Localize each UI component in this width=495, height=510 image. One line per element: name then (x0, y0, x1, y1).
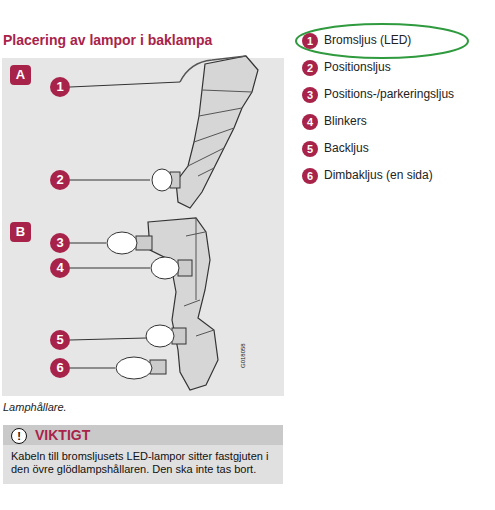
led-cable (180, 56, 246, 82)
legend-number: 1 (302, 33, 318, 49)
warning-header-band (3, 425, 283, 445)
warning-body: Kabeln till bromsljusets LED-lampor sitt… (3, 445, 283, 484)
callout-number: 5 (50, 330, 70, 350)
leader-line (70, 180, 150, 181)
callout-number: 6 (50, 358, 70, 378)
legend-text: Dimbakljus (en sida) (324, 168, 433, 182)
legend-text: Blinkers (324, 114, 367, 128)
section-badge: A (10, 65, 31, 85)
legend-number: 6 (302, 168, 318, 184)
figure-code: G018058 (240, 343, 246, 368)
warning-heading: VIKTIGT (3, 425, 283, 445)
legend-number: 2 (302, 60, 318, 76)
legend-text: Bromsljus (LED) (324, 33, 411, 47)
legend-text: Positions-/parkeringsljus (324, 87, 454, 101)
title: Placering av lampor i baklampa (3, 32, 212, 48)
legend-number: 3 (302, 87, 318, 103)
callout-number: 1 (50, 77, 70, 97)
section-badge: B (10, 222, 31, 242)
sockets (136, 236, 192, 374)
holder-ribs (184, 218, 214, 336)
callout-number: 4 (50, 258, 70, 278)
leader-line (70, 82, 180, 87)
upper-holder (176, 56, 258, 208)
legend-number: 4 (302, 114, 318, 130)
caption: Lamphållare. (3, 401, 67, 413)
legend-number: 5 (302, 141, 318, 157)
warning-icon: ! (11, 428, 27, 444)
legend-text: Positionsljus (324, 60, 391, 74)
callout-number: 2 (50, 170, 70, 190)
bulbs (107, 232, 179, 379)
legend-text: Backljus (324, 141, 369, 155)
lower-holder (148, 218, 218, 390)
holder-steps (188, 90, 252, 176)
warning-mark: ! (12, 429, 26, 443)
callout-number: 3 (50, 233, 70, 253)
bulb (152, 169, 172, 191)
highlight-ellipse (296, 24, 468, 58)
warning-box: VIKTIGTKabeln till bromsljusets LED-lamp… (3, 425, 283, 484)
leader-lines (70, 243, 150, 368)
